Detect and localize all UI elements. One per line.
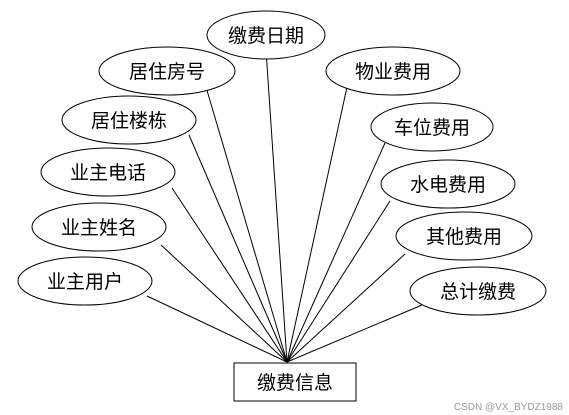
attribute-building: 居住楼栋 (61, 95, 197, 145)
attribute-ellipse (370, 102, 494, 152)
attribute-label: 居住楼栋 (91, 110, 167, 132)
connector-owner-name (160, 244, 288, 363)
attribute-total-payment: 总计缴费 (409, 266, 547, 316)
attribute-label: 物业费用 (355, 61, 431, 83)
attribute-label: 其他费用 (426, 226, 502, 248)
connector-parking-fee (286, 142, 386, 363)
attribute-ellipse (31, 202, 167, 252)
entity-label: 缴费信息 (257, 372, 333, 394)
connector-payment-date (265, 49, 288, 363)
connector-other-fee (286, 253, 406, 363)
attribute-utility-fee: 水电费用 (380, 159, 516, 209)
attribute-ellipse (17, 256, 153, 306)
connector-building (188, 134, 288, 363)
attribute-ellipse (61, 95, 197, 145)
entity-payment-info: 缴费信息 (233, 362, 357, 402)
attribute-ellipse (206, 10, 326, 60)
attribute-payment-date: 缴费日期 (206, 10, 326, 60)
watermark-text: CSDN @VX_BYDZ1988 (454, 402, 564, 413)
attribute-label: 车位费用 (394, 117, 470, 139)
connector-utility-fee (286, 200, 391, 363)
attribute-label: 总计缴费 (440, 281, 516, 303)
connector-property-fee (286, 86, 348, 363)
attribute-owner-account: 业主用户 (17, 256, 153, 306)
attribute-room-number: 居住房号 (98, 46, 236, 96)
attribute-label: 业主电话 (70, 162, 146, 184)
connector-room-number (205, 86, 288, 363)
attribute-owner-phone: 业主电话 (40, 147, 176, 197)
attribute-ellipse (409, 266, 547, 316)
attribute-label: 缴费日期 (228, 25, 304, 47)
connector-owner-account (146, 295, 288, 363)
entity-box (233, 362, 357, 402)
attribute-other-fee: 其他费用 (395, 211, 533, 261)
attribute-ellipse (40, 147, 176, 197)
attribute-label: 水电费用 (410, 174, 486, 196)
connector-total-payment (286, 304, 423, 363)
attribute-label: 居住房号 (129, 61, 205, 83)
attribute-ellipse (98, 46, 236, 96)
attribute-ellipse (395, 211, 533, 261)
connector-lines (146, 49, 423, 363)
connector-owner-phone (171, 187, 288, 363)
attribute-ellipse (380, 159, 516, 209)
attribute-ellipse (325, 46, 461, 96)
attribute-label: 业主姓名 (61, 217, 137, 239)
attribute-owner-name: 业主姓名 (31, 202, 167, 252)
attribute-property-fee: 物业费用 (325, 46, 461, 96)
attribute-parking-fee: 车位费用 (370, 102, 494, 152)
attribute-label: 业主用户 (47, 271, 123, 293)
